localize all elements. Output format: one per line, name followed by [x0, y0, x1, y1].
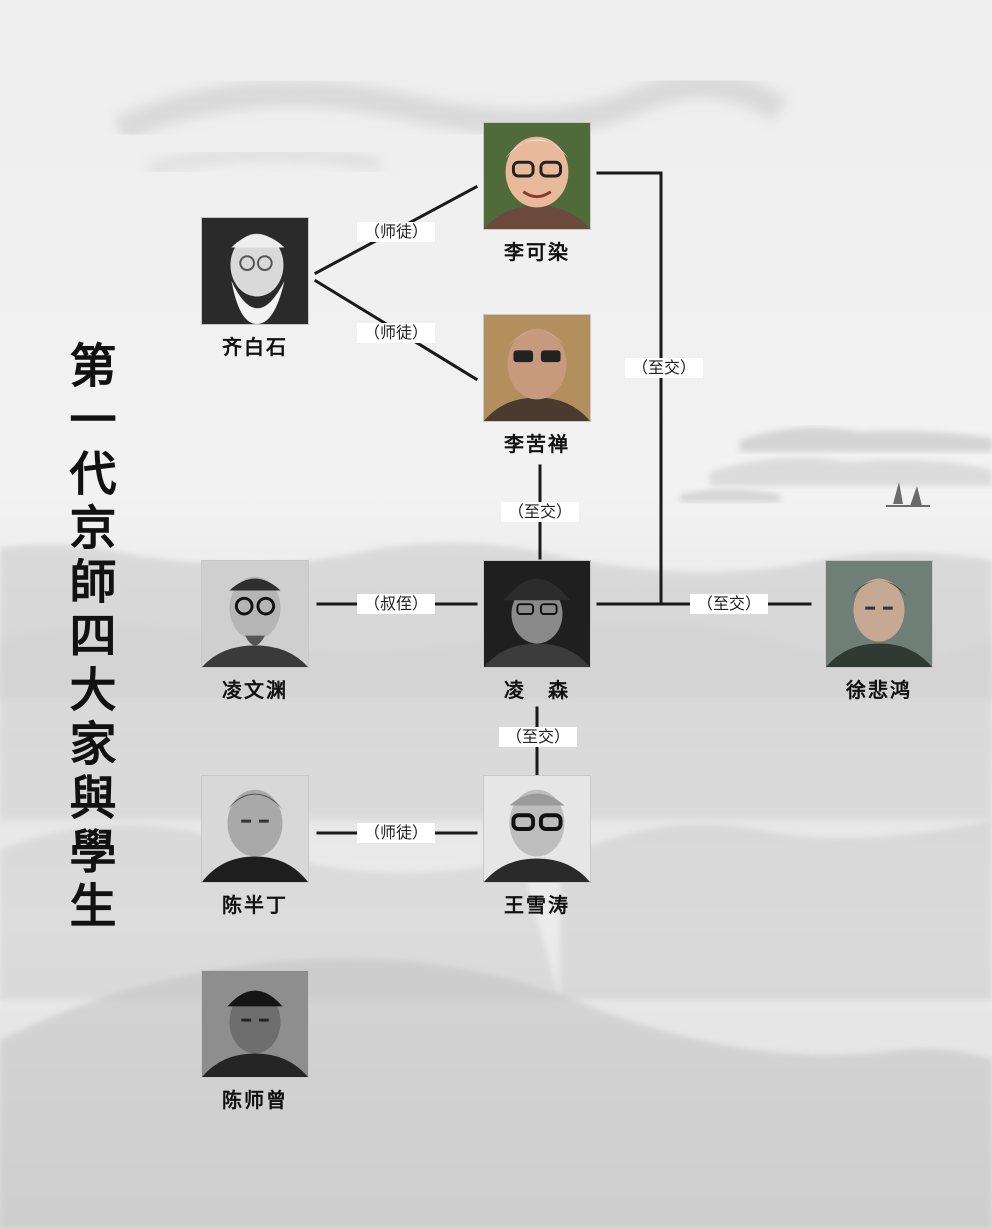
portrait-photo [201, 217, 309, 325]
man-with-round-glasses-portrait-icon [202, 561, 308, 667]
portrait-photo [201, 775, 309, 883]
elderly-man-portrait-icon [202, 218, 308, 324]
person-li-keran: 李可染 [483, 122, 591, 265]
person-name: 陈师曾 [222, 1088, 288, 1112]
portrait-photo [825, 560, 933, 668]
relation-label-ling-sen-xu-beihong: （至交） [689, 594, 769, 614]
sailboat-icon [886, 482, 930, 507]
man-portrait-icon [826, 561, 932, 667]
relation-label-qi-li-keran: （师徒） [356, 222, 436, 242]
person-name: 陈半丁 [222, 893, 288, 917]
man-with-glasses-portrait-icon [484, 123, 590, 229]
man-portrait-icon [202, 776, 308, 882]
portrait-photo [483, 122, 591, 230]
relation-label-chen-banding-wang-xuetao: （师徒） [356, 823, 436, 843]
relation-label-li-keran-ling-sen: （至交） [624, 358, 704, 378]
person-chen-banding: 陈半丁 [201, 775, 309, 918]
person-ling-wenyuan: 凌文渊 [201, 560, 309, 703]
man-in-skullcap-portrait-icon [202, 971, 308, 1077]
portrait-photo [483, 775, 591, 883]
relation-label-qi-li-kuchan: （师徒） [356, 323, 436, 343]
man-in-cap-portrait-icon [484, 561, 590, 667]
portrait-photo [483, 560, 591, 668]
relation-label-ling-sen-wang-xuetao: （至交） [498, 727, 578, 747]
relation-label-ling-wenyuan-ling-sen: （叔侄） [356, 594, 436, 614]
person-li-kuchan: 李苦禅 [483, 314, 591, 457]
person-name: 齐白石 [222, 335, 288, 359]
portrait-photo [201, 970, 309, 1078]
person-name: 凌 森 [504, 678, 570, 702]
person-name: 李可染 [504, 240, 570, 264]
man-with-glasses-portrait-icon [484, 776, 590, 882]
person-chen-shizeng: 陈师曾 [201, 970, 309, 1113]
person-ling-sen: 凌 森 [483, 560, 591, 703]
page-title: 第一代京師四大家與學生 [60, 341, 116, 935]
portrait-photo [201, 560, 309, 668]
person-name: 徐悲鸿 [846, 678, 912, 702]
man-with-glasses-portrait-icon [484, 315, 590, 421]
person-qi-baishi: 齐白石 [201, 217, 309, 360]
person-name: 王雪涛 [504, 893, 570, 917]
person-wang-xuetao: 王雪涛 [483, 775, 591, 918]
person-name: 李苦禅 [504, 432, 570, 456]
person-xu-beihong: 徐悲鸿 [825, 560, 933, 703]
person-name: 凌文渊 [222, 678, 288, 702]
relation-label-li-kuchan-ling-sen: （至交） [500, 502, 580, 522]
portrait-photo [483, 314, 591, 422]
